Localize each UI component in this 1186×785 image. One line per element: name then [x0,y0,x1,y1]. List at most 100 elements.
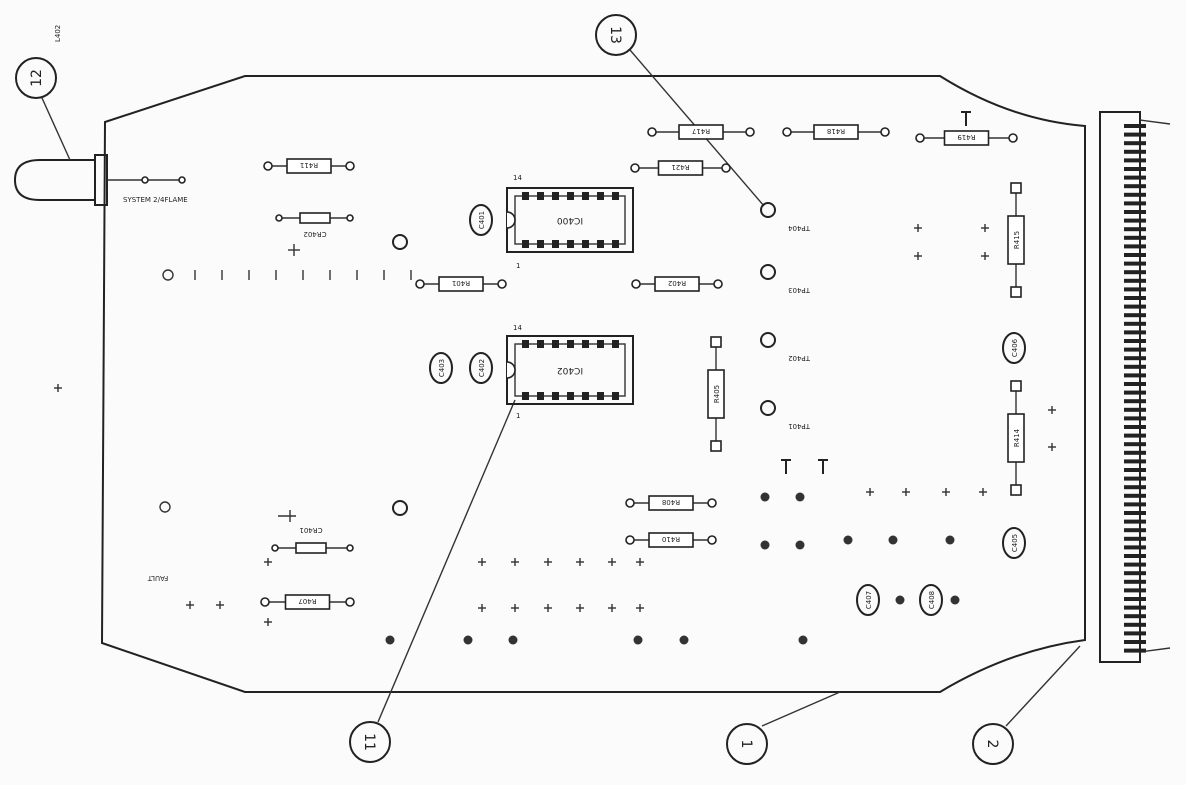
r421-label: R421 [671,163,689,171]
r411-label: R411 [300,161,318,169]
plus-mark [608,604,616,612]
testpoint-tp403: TP403 [760,264,811,294]
resistor-r407: R407 [260,594,355,610]
c401-label: C401 [478,211,486,229]
callout-13-label: 13 [607,26,623,44]
callout-2-label: 2 [984,740,1000,749]
tp401-label: TP401 [788,422,811,430]
r417-label: R417 [692,127,710,135]
c402-label: C402 [478,359,486,377]
plus-mark [636,604,644,612]
plus-mark [914,252,922,260]
solder-pad [888,535,898,545]
capacitor-c402: C402 [469,352,493,384]
plus-mark [216,601,224,609]
plus-mark [511,604,519,612]
plus-mark [902,488,910,496]
r419-label: R419 [957,133,975,141]
solder-pad [760,492,770,502]
resistor-r410: R410 [625,532,717,548]
capacitor-c405: C405 [1002,527,1026,559]
c408-label: C408 [928,591,936,609]
plus-mark [264,558,272,566]
resistor-r414: R414 [1007,380,1025,496]
diode-cr402: CR402 [275,212,354,256]
c406-label: C406 [1011,338,1019,357]
solder-pad [895,595,905,605]
resistor-r405: R405 [707,336,725,452]
lamp-l402: SYSTEM 2/4FLAME L402 [13,25,188,206]
cr401-label: CR401 [299,526,322,534]
capacitor-c401: C401 [469,204,493,236]
tp404-label: TP404 [788,224,811,232]
resistor-r415: R415 [1007,182,1025,298]
via-pad [159,501,171,513]
via-pad [162,269,174,281]
plus-mark [866,488,874,496]
capacitor-c406: C406 [1002,332,1026,364]
ic402-pin14: 14 [513,324,522,332]
plus-mark [544,604,552,612]
cr402-label: CR402 [303,230,326,238]
solder-pad [945,535,955,545]
plus-mark [54,384,62,392]
board-outline [100,75,1086,693]
r410-label: R410 [662,535,680,543]
solder-pad [795,492,805,502]
plus-mark [981,252,989,260]
solder-pad [463,635,473,645]
c403-label: C403 [438,359,446,377]
edge-connector [1099,111,1171,663]
solder-pad [760,540,770,550]
r405-label: R405 [713,385,721,403]
r414-label: R414 [1013,428,1021,447]
r402-label: R402 [668,279,686,287]
plus-mark [1048,406,1056,414]
plus-mark [511,558,519,566]
solder-pad [843,535,853,545]
capacitor-c403: C403 [429,352,453,384]
resistor-r418: R418 [782,124,890,140]
r408-label: R408 [662,498,680,506]
solder-pad [633,635,643,645]
chip-ic400: IC400 14 1 [506,174,634,270]
testpoint-tp404: TP404 [760,202,811,232]
resistor-r417: R417 [647,124,755,140]
resistor-r408: R408 [625,495,717,511]
mounting-pad [392,500,408,516]
solder-pad [795,540,805,550]
testpoint-tp401: TP401 [760,400,811,430]
callout-1: 1 [726,691,841,765]
resistor-r421: R421 [630,160,731,176]
callout-1-label: 1 [738,740,754,749]
ic402-label: IC402 [557,365,583,375]
solder-pad [950,595,960,605]
lamp-ref: L402 [54,25,62,42]
plus-mark [1048,443,1056,451]
resistor-r401: R401 [415,276,507,292]
ic400-pin14: 14 [513,174,522,182]
resistor-r419: R419 [915,130,1018,146]
callout-12: 12 [15,57,71,161]
plus-mark [914,224,922,232]
solder-pad [798,635,808,645]
capacitor-c407: C407 [856,584,880,616]
plus-mark [264,618,272,626]
polarity-marker [961,111,971,126]
plus-mark [608,558,616,566]
plus-mark [576,604,584,612]
tp402-label: TP402 [788,354,811,362]
plus-mark [636,558,644,566]
callout-12-label: 12 [29,69,45,87]
plus-mark [981,224,989,232]
capacitor-c408: C408 [919,584,943,616]
plus-mark [576,558,584,566]
plus-mark [478,558,486,566]
callout-11: 11 [349,399,516,763]
plus-mark [186,601,194,609]
fault-label: FAULT [147,574,168,582]
r407-label: R407 [298,597,316,605]
plus-mark [942,488,950,496]
